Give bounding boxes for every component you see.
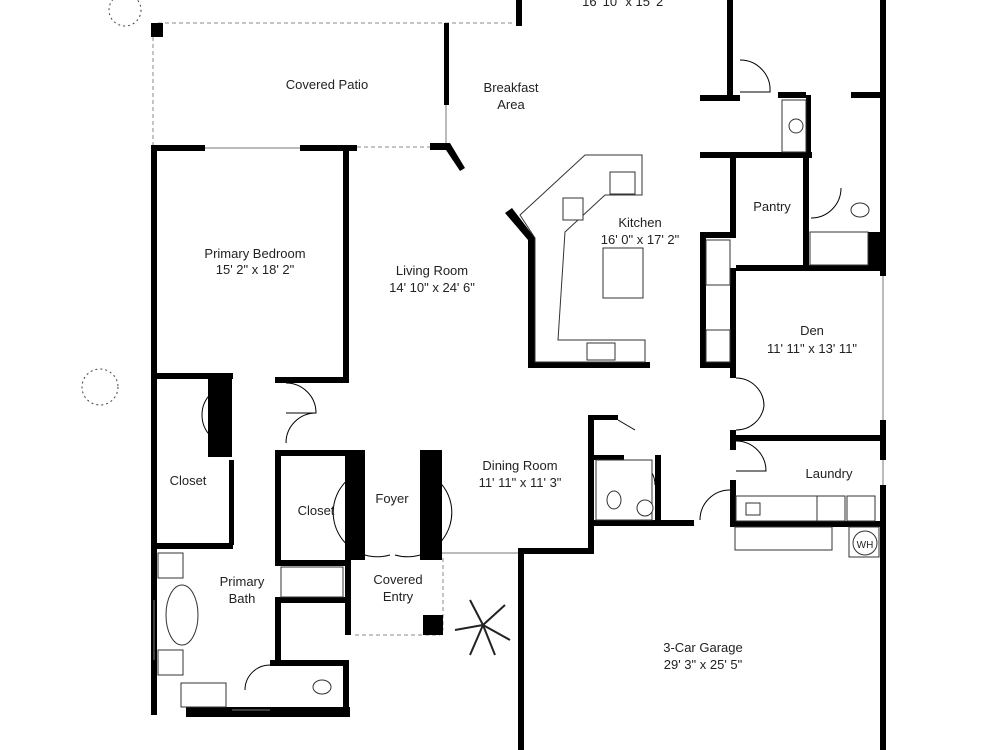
label-garage-dims: 29' 3" x 25' 5" — [664, 657, 743, 672]
powder-sink — [636, 499, 654, 517]
label-closet-primary: Closet — [170, 473, 207, 488]
washer — [816, 495, 846, 522]
bath-bench — [180, 682, 227, 708]
label-primary-bath: Primary — [220, 574, 265, 589]
label-covered-entry: Covered — [373, 572, 422, 587]
label-breakfast: Breakfast — [484, 80, 539, 95]
label-den-dims: 11' 11" x 13' 11" — [767, 341, 857, 356]
label-laundry: Laundry — [806, 466, 853, 481]
walls — [151, 0, 886, 750]
cooktop — [586, 342, 616, 361]
label-water-heater: WH — [857, 540, 874, 551]
bath-tub — [165, 584, 199, 646]
palm-tree-icon — [454, 599, 511, 656]
kitchen-island — [602, 247, 644, 299]
kitchen-counter — [519, 154, 646, 363]
fridge — [705, 239, 731, 286]
pantry-shelf — [705, 329, 731, 363]
shower — [280, 566, 344, 598]
toilet — [850, 202, 870, 218]
label-pantry: Pantry — [753, 199, 791, 214]
label-primary-bedroom: Primary Bedroom — [204, 246, 305, 261]
label-kitchen: Kitchen — [618, 215, 661, 230]
label-garage: 3-Car Garage — [663, 640, 742, 655]
laundry-sink — [745, 502, 761, 516]
label-primary-bedroom-dims: 15' 2" x 18' 2" — [216, 262, 295, 277]
label-covered-entry-2: Entry — [383, 589, 414, 604]
garage-storage — [734, 526, 833, 551]
bath-toilet — [312, 679, 332, 695]
label-primary-bath-2: Bath — [229, 591, 256, 606]
label-breakfast-area: Area — [497, 97, 525, 112]
label-living-room: Living Room — [396, 263, 468, 278]
powder-toilet — [606, 490, 622, 510]
fixtures — [81, 0, 880, 708]
label-den: Den — [800, 323, 824, 338]
bathtub — [809, 231, 869, 266]
label-kitchen-dims: 16' 0" x 17' 2" — [601, 232, 680, 247]
label-closet: Closet — [298, 503, 335, 518]
label-dining-room: Dining Room — [482, 458, 557, 473]
kitchen-sink — [562, 197, 584, 221]
label-covered-patio: Covered Patio — [286, 77, 368, 92]
label-dining-room-dims: 11' 11" x 11' 3" — [479, 475, 562, 490]
label-living-room-dims: 14' 10" x 24' 6" — [389, 280, 475, 295]
bath-sink-1 — [157, 552, 184, 579]
water-heater-icon — [852, 530, 878, 556]
dryer — [846, 495, 876, 522]
kitchen-range-hood — [609, 171, 636, 195]
label-foyer: Foyer — [375, 491, 409, 506]
room-labels: 16' 10" x 15' 2" Covered Patio Breakfast… — [170, 0, 874, 672]
shrub-icon — [81, 0, 142, 406]
top-room-dims: 16' 10" x 15' 2" — [582, 0, 668, 9]
bath-sink-2 — [157, 649, 184, 676]
hall-sink — [788, 118, 804, 134]
